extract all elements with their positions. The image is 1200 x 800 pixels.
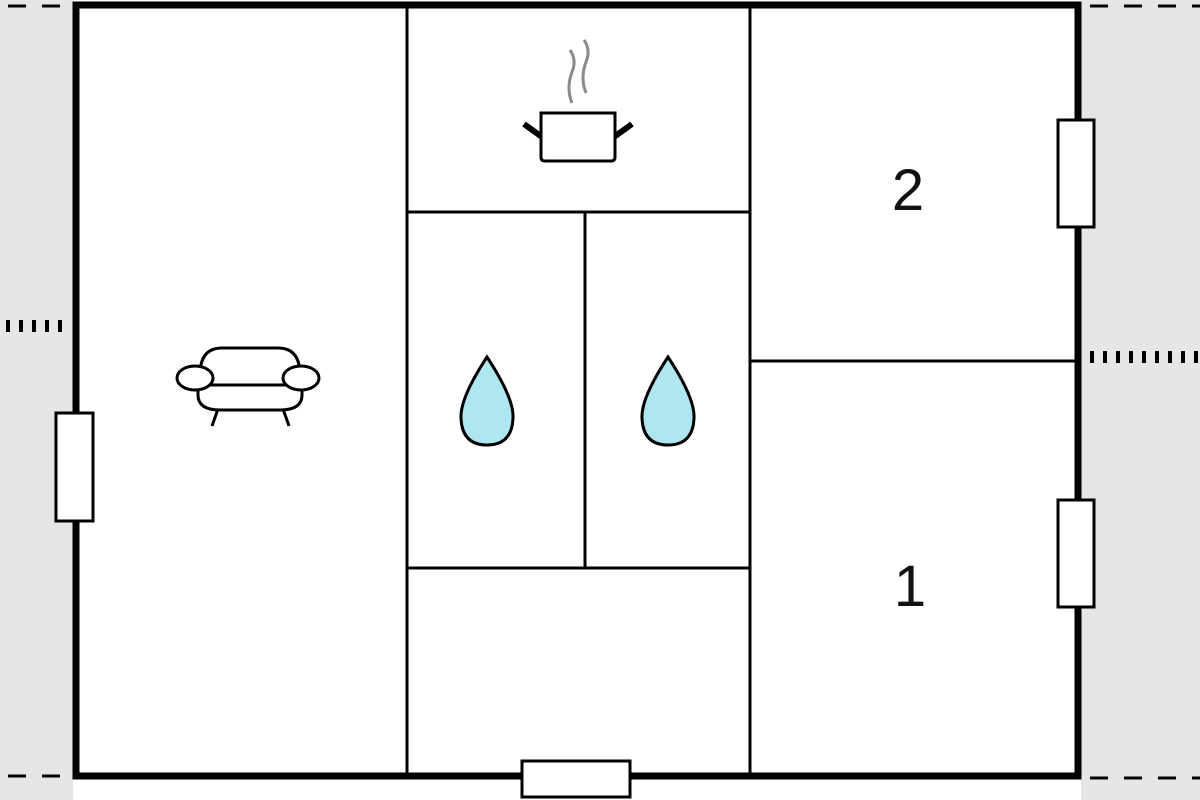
water-drop-icon: [640, 354, 696, 447]
window-bedroom-1: [1056, 498, 1096, 609]
sofa-icon: [175, 346, 321, 427]
dotted-marks: [6, 320, 1200, 363]
windows: [54, 118, 1096, 799]
entrance-door: [520, 759, 632, 799]
exterior-left: [0, 0, 73, 800]
continuation-dashes: [8, 4, 1200, 780]
cooking-pot-icon: [522, 39, 634, 163]
exterior-right: [1081, 0, 1200, 800]
room-label-bedroom-2: 2: [892, 158, 924, 223]
interior-walls: [405, 5, 1078, 776]
water-drop-icon: [459, 354, 515, 447]
window-left: [54, 411, 95, 523]
window-bedroom-2: [1056, 118, 1096, 229]
room-label-bedroom-1: 1: [894, 554, 926, 619]
